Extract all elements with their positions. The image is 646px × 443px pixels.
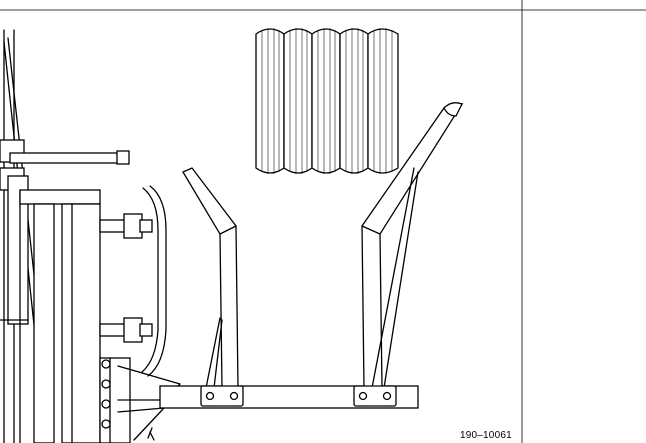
- left-clamp-arm: [182, 167, 244, 407]
- figure-number: 190–10061: [460, 430, 512, 441]
- carriage-mast: [0, 29, 181, 443]
- bale-stack: [255, 28, 399, 174]
- right-clamp-arm: [353, 102, 464, 407]
